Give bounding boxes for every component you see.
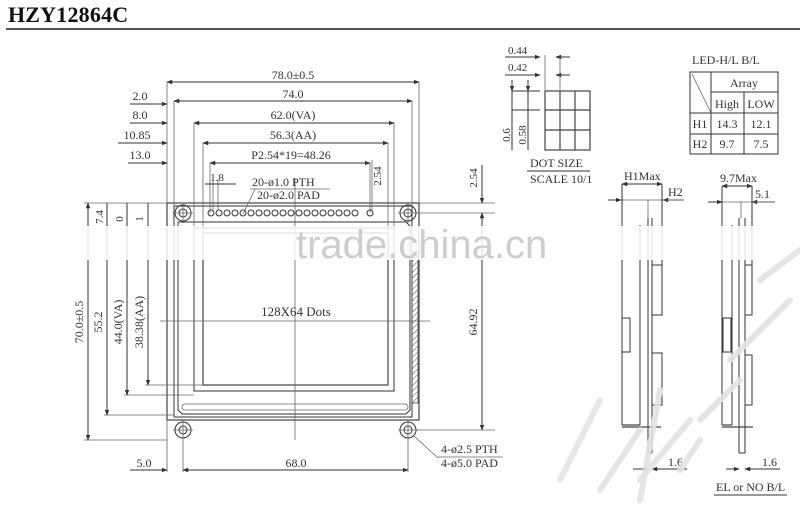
svg-text:1.6: 1.6	[762, 455, 777, 469]
svg-text:74.0: 74.0	[283, 87, 304, 101]
center-label: 128X64 Dots	[261, 304, 331, 319]
svg-text:H2: H2	[693, 137, 708, 151]
svg-text:44.0(VA): 44.0(VA)	[111, 300, 125, 345]
svg-text:14.3: 14.3	[717, 117, 738, 131]
side-view-led: H1Max H2 1.6	[608, 169, 687, 472]
svg-text:70.0±0.5: 70.0±0.5	[72, 301, 86, 344]
svg-text:2.54: 2.54	[468, 168, 480, 188]
svg-text:EL or NO B/L: EL or NO B/L	[716, 480, 785, 494]
svg-text:1: 1	[134, 216, 146, 222]
svg-text:High: High	[715, 97, 739, 111]
svg-text:78.0±0.5: 78.0±0.5	[272, 68, 315, 82]
svg-text:1.6: 1.6	[668, 455, 683, 469]
svg-text:0.6: 0.6	[501, 128, 513, 142]
svg-text:H1Max: H1Max	[624, 169, 661, 183]
svg-text:56.3(AA): 56.3(AA)	[270, 128, 316, 142]
svg-text:4-ø5.0 PAD: 4-ø5.0 PAD	[441, 456, 498, 470]
svg-text:68.0: 68.0	[286, 456, 307, 470]
mounting-hole-bl	[173, 420, 193, 440]
svg-text:DOT SIZE: DOT SIZE	[530, 156, 583, 170]
mounting-hole-tl	[173, 203, 193, 223]
svg-text:H2: H2	[668, 185, 683, 199]
svg-text:7.4: 7.4	[94, 210, 106, 224]
svg-text:10.85: 10.85	[124, 128, 151, 142]
svg-text:1.8: 1.8	[210, 172, 224, 184]
svg-text:5.1: 5.1	[755, 187, 770, 201]
svg-text:64.92: 64.92	[466, 309, 480, 336]
svg-text:0.42: 0.42	[508, 62, 527, 74]
pcb-outline	[166, 202, 420, 421]
watermark: trade.china.cn	[70, 223, 800, 503]
title-underline	[6, 28, 800, 30]
svg-text:20-ø2.0 PAD: 20-ø2.0 PAD	[257, 188, 320, 202]
svg-text:13.0: 13.0	[130, 148, 151, 162]
svg-text:2.54: 2.54	[372, 166, 384, 186]
svg-text:9.7: 9.7	[720, 137, 735, 151]
front-view: 128X64 Dots 78.0±0.5 74.0 2.0 62.0(VA) 8…	[72, 68, 503, 473]
svg-text:0.58: 0.58	[517, 125, 529, 145]
svg-text:8.0: 8.0	[133, 108, 148, 122]
dot-size-detail: 0.44 0.42 0.6 0.58 DOT SIZE SCALE 10/1	[501, 45, 592, 186]
bezel-outline	[177, 221, 411, 415]
svg-text:0: 0	[114, 216, 126, 222]
svg-text:9.7Max: 9.7Max	[720, 171, 757, 185]
svg-text:SCALE 10/1: SCALE 10/1	[530, 172, 592, 186]
pin-row	[207, 209, 374, 217]
svg-text:4-ø2.5 PTH: 4-ø2.5 PTH	[441, 442, 498, 456]
svg-text:Array: Array	[730, 76, 758, 90]
svg-text:P2.54*19=48.26: P2.54*19=48.26	[251, 148, 330, 162]
svg-text:55.2: 55.2	[91, 312, 105, 333]
svg-text:62.0(VA): 62.0(VA)	[271, 108, 316, 122]
svg-text:2.0: 2.0	[133, 89, 148, 103]
side-view-el: 9.7Max 5.1 1.6 EL or NO B/L	[708, 171, 787, 496]
svg-text:0.44: 0.44	[508, 45, 528, 57]
svg-text:7.5: 7.5	[754, 137, 769, 151]
backlight-table: LED-H/L B/L Array High LOW H1 14.3 12.1 …	[689, 53, 779, 155]
svg-text:H1: H1	[693, 117, 708, 131]
svg-text:20-ø1.0 PTH: 20-ø1.0 PTH	[252, 175, 315, 189]
drawing-title: HZY12864C	[8, 2, 129, 27]
svg-text:LOW: LOW	[747, 97, 775, 111]
svg-text:38.38(AA): 38.38(AA)	[132, 296, 146, 348]
hatched-strip	[411, 254, 419, 404]
svg-text:trade.china.cn: trade.china.cn	[296, 223, 547, 267]
svg-text:5.0: 5.0	[137, 456, 152, 470]
svg-text:LED-H/L B/L: LED-H/L B/L	[692, 53, 760, 67]
svg-text:12.1: 12.1	[751, 117, 772, 131]
dot-grid	[544, 90, 591, 151]
